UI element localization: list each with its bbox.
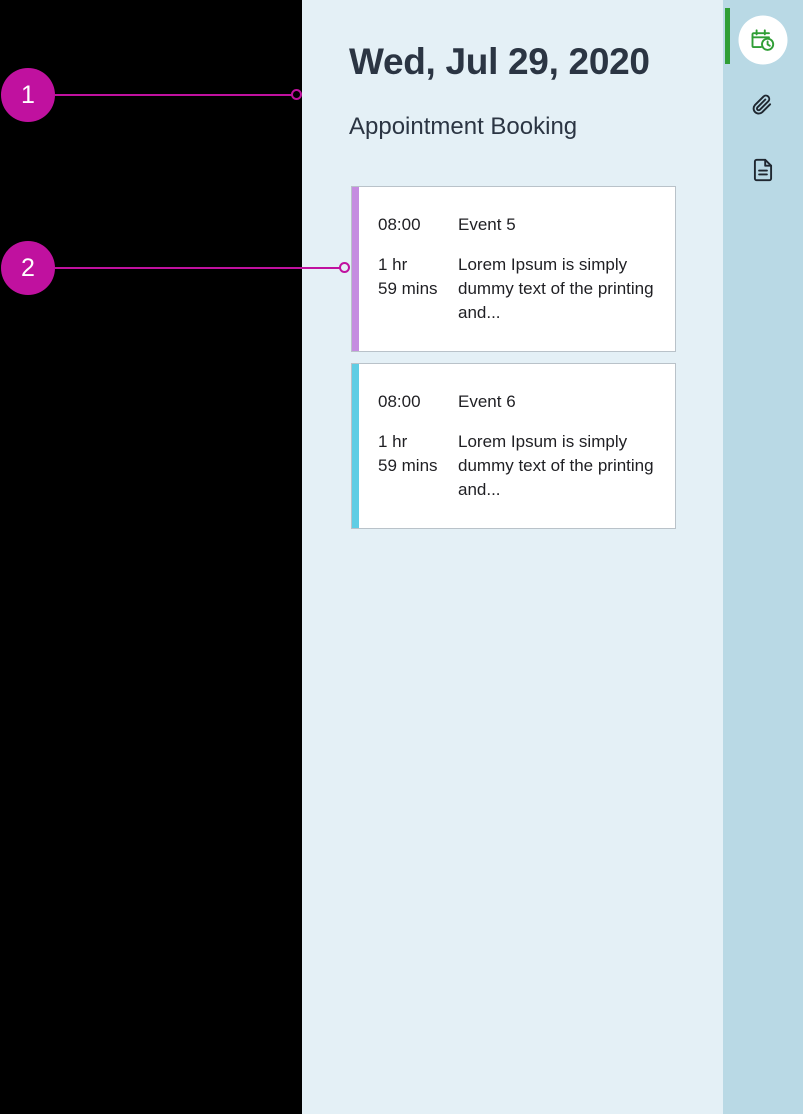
event-card-header-row: 08:00 Event 5 (378, 213, 661, 237)
event-duration: 1 hr 59 mins (378, 432, 438, 475)
event-card-accent (352, 187, 359, 351)
event-name: Event 5 (458, 215, 516, 234)
event-time: 08:00 (378, 215, 421, 234)
event-card[interactable]: 08:00 Event 5 1 hr 59 mins Lorem Ipsum i… (351, 186, 676, 352)
page-title: Wed, Jul 29, 2020 (349, 41, 650, 82)
rail-item-calendar[interactable] (723, 15, 803, 65)
annotation-1-badge: 1 (1, 68, 55, 122)
annotation-2-badge: 2 (1, 241, 55, 295)
event-card-header-row: 08:00 Event 6 (378, 390, 661, 414)
rail-item-documents[interactable] (723, 145, 803, 195)
rail-item-attachments[interactable] (723, 80, 803, 130)
event-card[interactable]: 08:00 Event 6 1 hr 59 mins Lorem Ipsum i… (351, 363, 676, 529)
event-time: 08:00 (378, 392, 421, 411)
calendar-clock-icon (751, 29, 775, 51)
document-icon (753, 158, 773, 182)
event-card-detail-row: 1 hr 59 mins Lorem Ipsum is simply dummy… (378, 430, 661, 502)
appointment-panel: Wed, Jul 29, 2020 Appointment Booking 08… (302, 0, 723, 1114)
page-subtitle: Appointment Booking (349, 113, 578, 140)
event-card-body: 08:00 Event 5 1 hr 59 mins Lorem Ipsum i… (359, 187, 675, 351)
event-card-list: 08:00 Event 5 1 hr 59 mins Lorem Ipsum i… (351, 186, 676, 540)
event-name: Event 6 (458, 392, 516, 411)
event-card-detail-row: 1 hr 59 mins Lorem Ipsum is simply dummy… (378, 253, 661, 325)
annotation-1-leader (55, 94, 298, 96)
annotation-1-endpoint (291, 89, 302, 100)
icon-rail (723, 0, 803, 1114)
active-tab-indicator (725, 8, 730, 64)
event-description: Lorem Ipsum is simply dummy text of the … (458, 255, 654, 322)
event-card-body: 08:00 Event 6 1 hr 59 mins Lorem Ipsum i… (359, 364, 675, 528)
annotation-2-endpoint (339, 262, 350, 273)
paperclip-icon (752, 94, 772, 115)
event-card-accent (352, 364, 359, 528)
annotation-2-leader (55, 267, 345, 269)
event-duration: 1 hr 59 mins (378, 255, 438, 298)
event-description: Lorem Ipsum is simply dummy text of the … (458, 432, 654, 499)
